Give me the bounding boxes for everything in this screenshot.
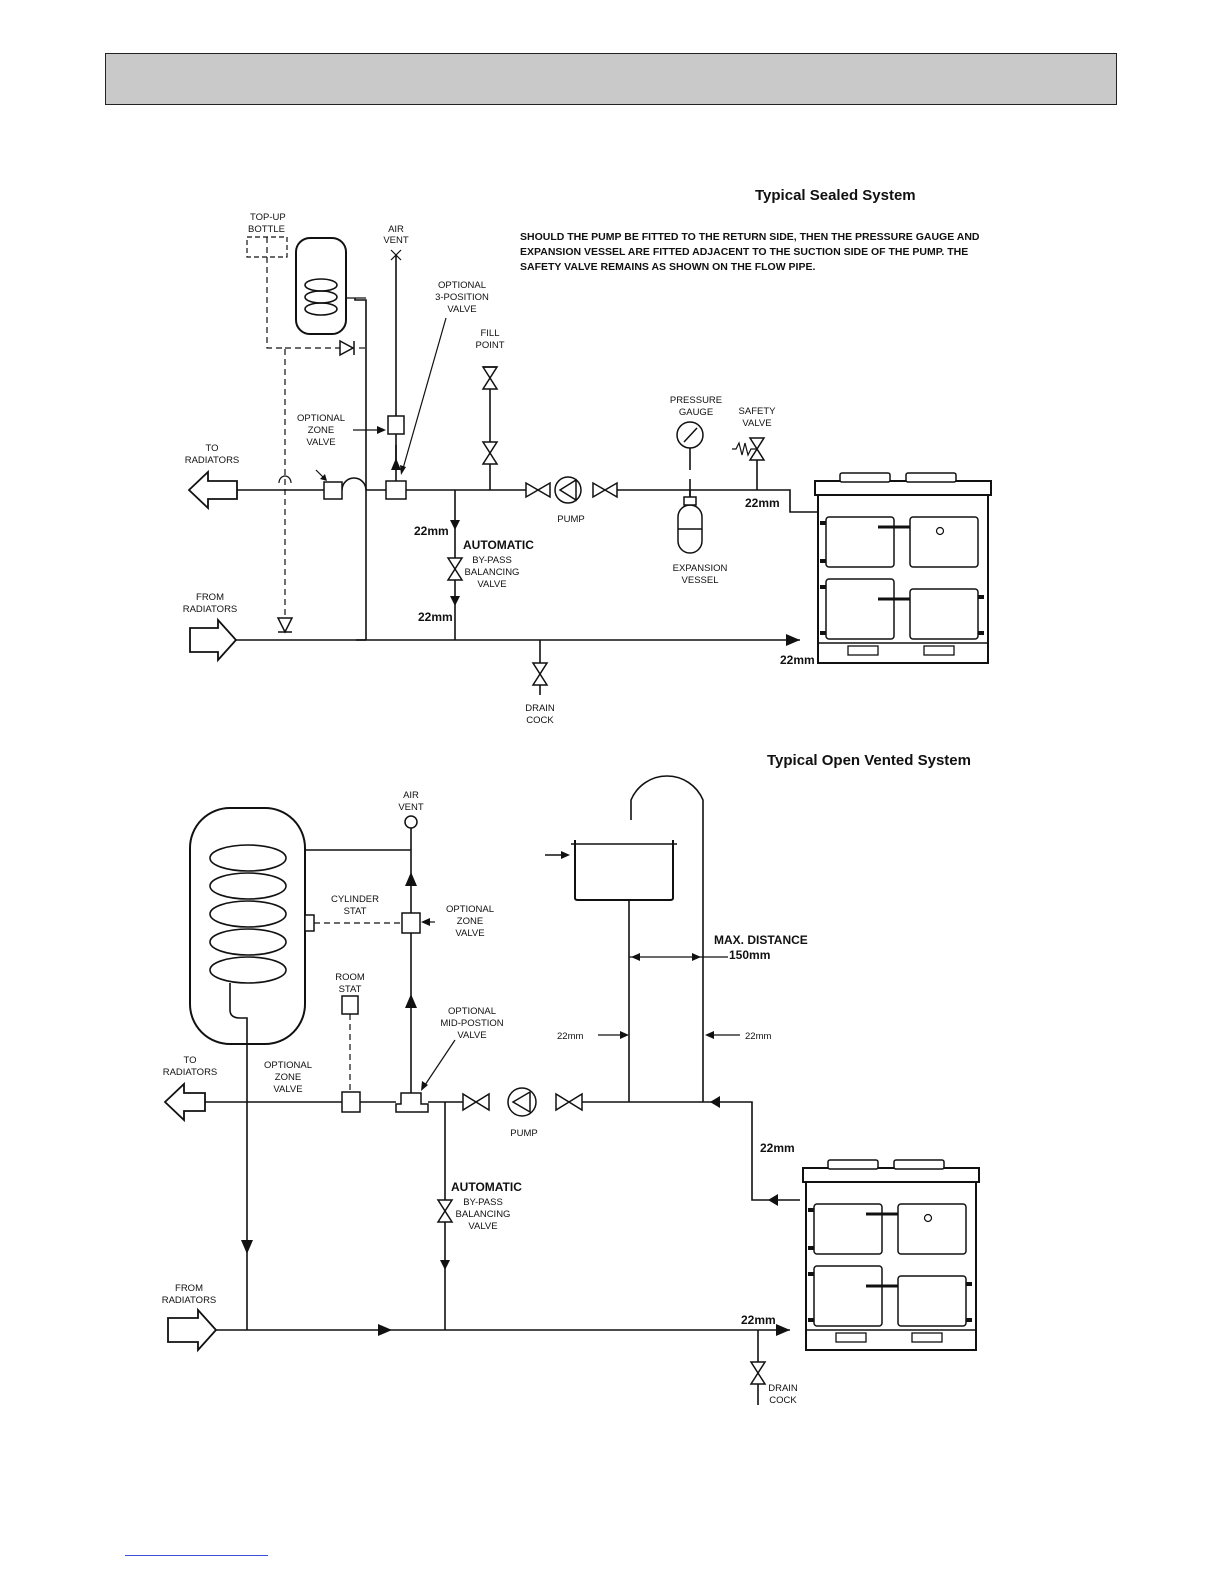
fill-point-label-1: FILL xyxy=(480,328,499,339)
hot-water-cylinder-icon xyxy=(295,237,347,335)
top-up-bottle-label-1: TOP-UP xyxy=(250,212,286,223)
to-radiators-arrow-icon xyxy=(163,1081,206,1123)
bypass-valve-icon xyxy=(436,1199,454,1223)
from-radiators-label-2: RADIATORS xyxy=(162,1295,217,1306)
to-radiators-arrow-icon xyxy=(187,469,238,511)
zone-valve-lower-label-3: VALVE xyxy=(273,1084,302,1095)
zone-valve-lower-label-2: ZONE xyxy=(275,1072,301,1083)
header-bar xyxy=(105,53,1117,105)
pipe-size-label: 22mm xyxy=(780,653,815,667)
drain-cock-label-2: COCK xyxy=(526,715,554,726)
open-cooker-icon xyxy=(801,1158,981,1352)
pressure-gauge-label-2: GAUGE xyxy=(679,407,713,418)
drain-cock-label-1: DRAIN xyxy=(525,703,555,714)
to-radiators-label-2: RADIATORS xyxy=(163,1067,218,1078)
bypass-label-2: BALANCING xyxy=(456,1209,511,1220)
pump-icon xyxy=(507,1087,537,1117)
pump-icon xyxy=(554,476,582,504)
fill-point-label-2: POINT xyxy=(475,340,504,351)
room-stat-label-2: STAT xyxy=(339,984,362,995)
bypass-label-2: BALANCING xyxy=(465,567,520,578)
safety-valve-label-1: SAFETY xyxy=(739,406,777,417)
air-vent-icon xyxy=(390,249,402,261)
cylinder-stat-label-1: CYLINDER xyxy=(331,894,379,905)
automatic-label: AUTOMATIC xyxy=(451,1180,522,1194)
bypass-label-3: VALVE xyxy=(477,579,506,590)
air-vent-icon xyxy=(404,815,418,829)
pipe-size-label: 22mm xyxy=(760,1141,795,1155)
zone-valve-label-3: VALVE xyxy=(306,437,335,448)
footer-link-underline[interactable] xyxy=(125,1555,268,1556)
zone-valve-lower-label-1: OPTIONAL xyxy=(264,1060,312,1071)
three-position-valve-top-icon xyxy=(387,415,405,435)
bypass-label-3: VALVE xyxy=(468,1221,497,1232)
pump-label: PUMP xyxy=(510,1128,537,1139)
to-radiators-label-2: RADIATORS xyxy=(185,455,240,466)
sealed-note-line-2: EXPANSION VESSEL ARE FITTED ADJACENT TO … xyxy=(520,246,968,258)
max-distance-label-2: 150mm xyxy=(729,948,770,962)
drain-cock-icon xyxy=(749,1361,767,1385)
hot-water-cylinder-icon xyxy=(189,807,306,1045)
pressure-gauge-label-1: PRESSURE xyxy=(670,395,722,406)
air-vent-label-1: AIR xyxy=(403,790,419,801)
pump-label: PUMP xyxy=(557,514,584,525)
three-position-label-1: OPTIONAL xyxy=(438,280,486,291)
bypass-label-1: BY-PASS xyxy=(463,1197,503,1208)
open-title: Typical Open Vented System xyxy=(767,752,971,769)
mid-position-valve-icon xyxy=(395,1092,429,1113)
room-stat-label-1: ROOM xyxy=(335,972,365,983)
sealed-system: Typical Sealed System SHOULD THE PUMP BE… xyxy=(183,187,993,726)
three-position-valve-icon xyxy=(385,480,407,500)
zone-valve-icon xyxy=(341,1091,361,1113)
drain-cock-icon xyxy=(531,662,549,686)
zone-valve-icon xyxy=(401,912,421,934)
open-vented-system: Typical Open Vented System xyxy=(162,752,981,1406)
drain-cock-label-2: COCK xyxy=(769,1395,797,1406)
max-distance-label-1: MAX. DISTANCE xyxy=(714,933,808,947)
fill-point-valve-icon xyxy=(481,366,499,465)
air-vent-label-2: VENT xyxy=(383,235,409,246)
cylinder-stat-label-2: STAT xyxy=(344,906,367,917)
pipe-size-label: 22mm xyxy=(745,1031,771,1042)
from-radiators-arrow-icon xyxy=(167,1307,218,1353)
zone-valve-upper-label-2: ZONE xyxy=(457,916,483,927)
bypass-label-1: BY-PASS xyxy=(472,555,512,566)
mid-position-label-3: VALVE xyxy=(457,1030,486,1041)
pipe-size-label: 22mm xyxy=(557,1031,583,1042)
air-vent-label-1: AIR xyxy=(388,224,404,235)
air-vent-label-2: VENT xyxy=(398,802,424,813)
zone-valve-upper-label-3: VALVE xyxy=(455,928,484,939)
zone-valve-label-2: ZONE xyxy=(308,425,334,436)
three-position-label-3: VALVE xyxy=(447,304,476,315)
zone-valve-icon xyxy=(323,481,343,500)
automatic-label: AUTOMATIC xyxy=(463,538,534,552)
from-radiators-label-1: FROM xyxy=(175,1283,203,1294)
sealed-title: Typical Sealed System xyxy=(755,187,916,204)
drain-cock-label-1: DRAIN xyxy=(768,1383,798,1394)
pipe-size-label: 22mm xyxy=(414,524,449,538)
from-radiators-label-2: RADIATORS xyxy=(183,604,238,615)
mid-position-label-1: OPTIONAL xyxy=(448,1006,496,1017)
from-radiators-label-1: FROM xyxy=(196,592,224,603)
zone-valve-upper-label-1: OPTIONAL xyxy=(446,904,494,915)
top-up-bottle-label-2: BOTTLE xyxy=(248,224,285,235)
sealed-note-line-1: SHOULD THE PUMP BE FITTED TO THE RETURN … xyxy=(520,231,980,243)
expansion-vessel-label-1: EXPANSION xyxy=(673,563,728,574)
pipe-size-label: 22mm xyxy=(741,1313,776,1327)
pipe-size-label: 22mm xyxy=(418,610,453,624)
to-radiators-label-1: TO xyxy=(205,443,218,454)
sealed-note-line-3: SAFETY VALVE REMAINS AS SHOWN ON THE FLO… xyxy=(520,261,815,273)
pipe-size-label: 22mm xyxy=(745,496,780,510)
safety-valve-label-2: VALVE xyxy=(742,418,771,429)
expansion-vessel-label-2: VESSEL xyxy=(682,575,719,586)
sealed-cooker-icon xyxy=(813,471,993,665)
from-radiators-arrow-icon xyxy=(189,617,238,663)
bypass-valve-icon xyxy=(446,557,464,581)
to-radiators-label-1: TO xyxy=(183,1055,196,1066)
three-position-label-2: 3-POSITION xyxy=(435,292,489,303)
zone-valve-label-1: OPTIONAL xyxy=(297,413,345,424)
mid-position-label-2: MID-POSTION xyxy=(440,1018,503,1029)
